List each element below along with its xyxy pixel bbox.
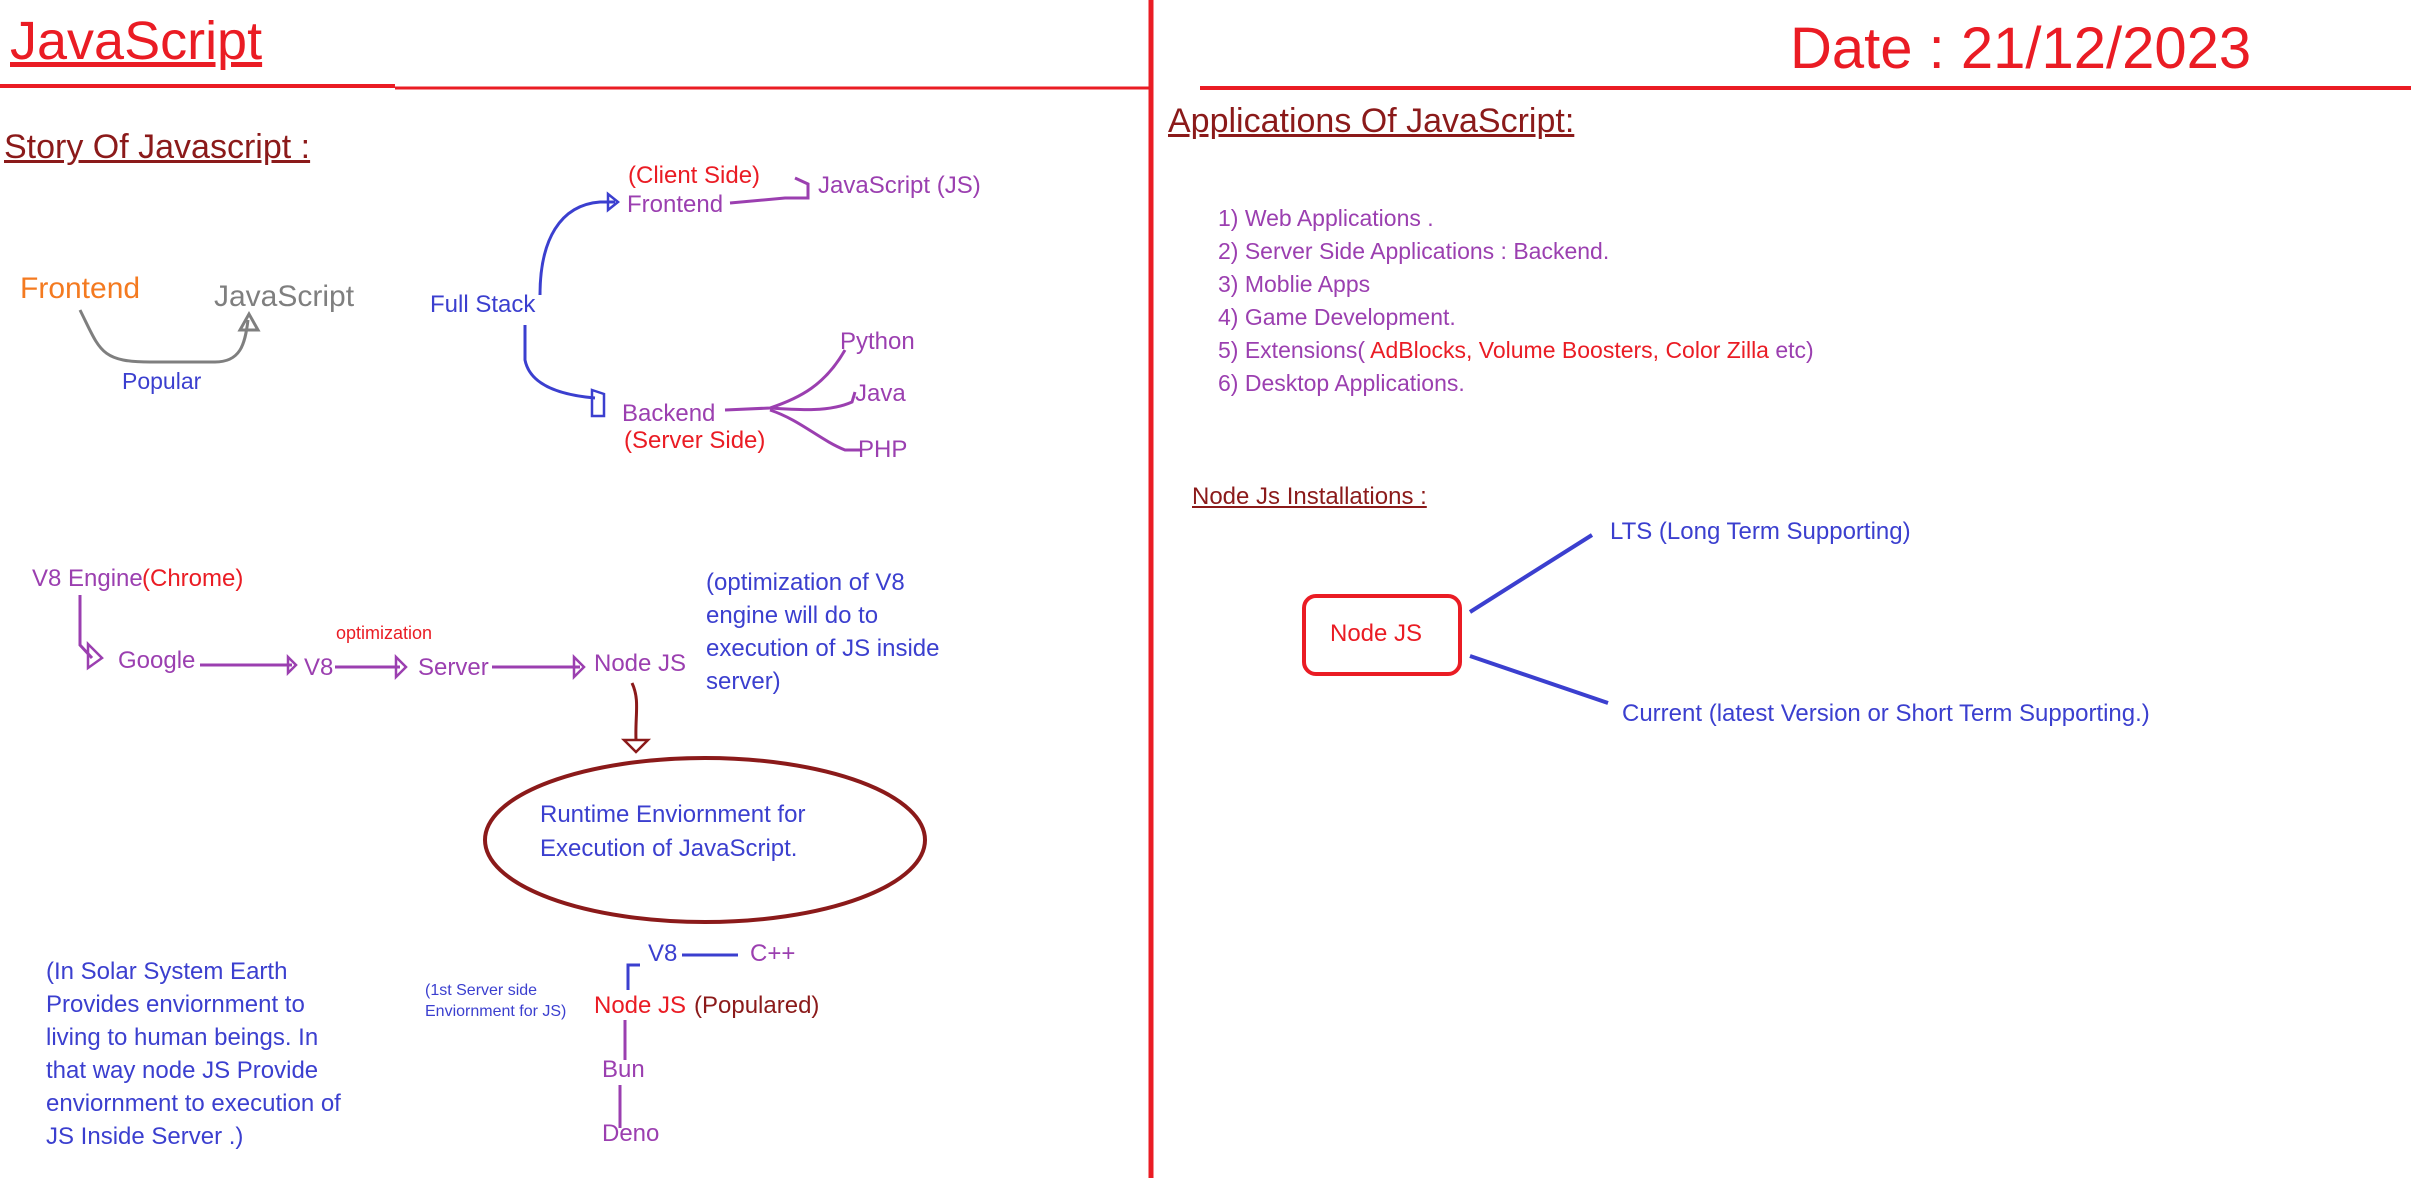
- client-side-label: (Client Side): [628, 162, 761, 189]
- runtime-line-1: Runtime Enviornment for: [540, 801, 806, 828]
- extensions-suffix: etc): [1768, 337, 1814, 363]
- runtime-line-2: Execution of JavaScript.: [540, 835, 798, 862]
- nodejs-arrowhead: [572, 653, 586, 681]
- v8-engine-label: V8 Engine: [32, 565, 143, 592]
- runtime-v8-label: V8: [648, 940, 678, 967]
- google-label: Google: [118, 647, 196, 674]
- python-label: Python: [840, 328, 915, 355]
- populared-label: (Populared): [694, 992, 820, 1019]
- backend-label: Backend: [622, 400, 716, 427]
- node-install-heading: Node Js Installations :: [1192, 483, 1427, 510]
- runtime-node-js-label: Node JS: [594, 992, 687, 1019]
- frontend-label: Frontend: [20, 272, 141, 305]
- frontend-branch-label: Frontend: [627, 191, 724, 218]
- v8engine-down: [78, 595, 94, 660]
- bun-label: Bun: [602, 1056, 645, 1083]
- server-arrowhead: [394, 653, 408, 681]
- server-side-label: (Server Side): [624, 427, 766, 454]
- backend-to-python: [724, 349, 847, 412]
- first-server-line-1: (1st Server side: [425, 982, 538, 999]
- first-server-line-2: Enviornment for JS): [425, 1003, 567, 1020]
- frontend-arrowhead: [606, 191, 621, 213]
- javascript-js-label: JavaScript (JS): [818, 172, 981, 199]
- v8-label: V8: [304, 654, 334, 681]
- solar-line-2: Provides enviornment to: [46, 991, 305, 1018]
- fullstack-to-frontend: [538, 200, 615, 296]
- popular-curve: [78, 309, 250, 364]
- application-item: 1) Web Applications .: [1218, 205, 1434, 231]
- note-line-1: (optimization of V8: [706, 569, 905, 596]
- solar-system-note: (In Solar System Earth Provides enviornm…: [46, 955, 341, 1153]
- node-js-box: [1302, 594, 1462, 676]
- page-title: JavaScript: [10, 11, 263, 71]
- runtime-text: Runtime Enviornment for Execution of Jav…: [540, 798, 805, 866]
- fullstack-to-backend: [523, 325, 596, 400]
- php-label: PHP: [858, 436, 908, 463]
- application-item: 5) Extensions( AdBlocks, Volume Boosters…: [1218, 334, 1814, 367]
- applications-list: 1) Web Applications . 2) Server Side App…: [1218, 202, 1814, 400]
- note-line-3: execution of JS inside: [706, 635, 940, 662]
- node-js-box-label: Node JS: [1330, 620, 1423, 647]
- v8-to-nodejs-line: [626, 963, 640, 990]
- solar-line-6: JS Inside Server .): [46, 1123, 244, 1150]
- lts-label: LTS (Long Term Supporting): [1610, 518, 1911, 545]
- solar-line-1: (In Solar System Earth: [46, 958, 288, 985]
- backend-to-java: [769, 391, 857, 412]
- cpp-label: C++: [750, 940, 796, 967]
- google-arrowhead: [86, 640, 104, 671]
- story-heading: Story Of Javascript :: [4, 128, 311, 166]
- extensions-examples: AdBlocks, Volume Boosters, Color Zilla: [1370, 337, 1769, 363]
- solar-line-4: that way node JS Provide: [46, 1057, 319, 1084]
- popular-label: Popular: [122, 368, 202, 394]
- nodejs-down-arrow: [630, 682, 639, 741]
- application-item: 2) Server Side Applications : Backend.: [1218, 238, 1610, 264]
- full-stack-label: Full Stack: [430, 291, 536, 318]
- chrome-label: (Chrome): [142, 565, 244, 592]
- nodejs-down-arrowhead: [620, 738, 652, 754]
- nodejs-to-lts: [1468, 533, 1594, 614]
- server-label: Server: [418, 654, 489, 681]
- nodejs-to-current: [1469, 654, 1609, 705]
- optimization-label: optimization: [336, 623, 433, 643]
- v8-arrowhead: [286, 653, 298, 677]
- backend-arrowhead: [590, 388, 606, 418]
- deno-label: Deno: [602, 1120, 660, 1147]
- first-server-note: (1st Server side Enviornment for JS): [425, 980, 566, 1022]
- javascript-label: JavaScript: [214, 280, 355, 313]
- application-item: 4) Game Development.: [1218, 304, 1456, 330]
- applications-heading: Applications Of JavaScript:: [1168, 102, 1575, 140]
- v8-optimization-note: (optimization of V8 engine will do to ex…: [706, 566, 939, 698]
- application-item: 6) Desktop Applications.: [1218, 370, 1465, 396]
- backend-to-php: [769, 408, 860, 452]
- java-label: Java: [855, 380, 906, 407]
- note-line-4: server): [706, 668, 781, 695]
- current-label: Current (latest Version or Short Term Su…: [1622, 700, 2150, 727]
- page-date: Date : 21/12/2023: [1790, 16, 2252, 81]
- solar-line-5: enviornment to execution of: [46, 1090, 341, 1117]
- solar-line-3: living to human beings. In: [46, 1024, 319, 1051]
- node-js-flow-label: Node JS: [594, 650, 687, 677]
- note-line-2: engine will do to: [706, 602, 879, 629]
- application-item: 3) Moblie Apps: [1218, 271, 1371, 297]
- popular-arrowhead: [237, 310, 261, 332]
- extensions-prefix: 5) Extensions(: [1218, 337, 1371, 363]
